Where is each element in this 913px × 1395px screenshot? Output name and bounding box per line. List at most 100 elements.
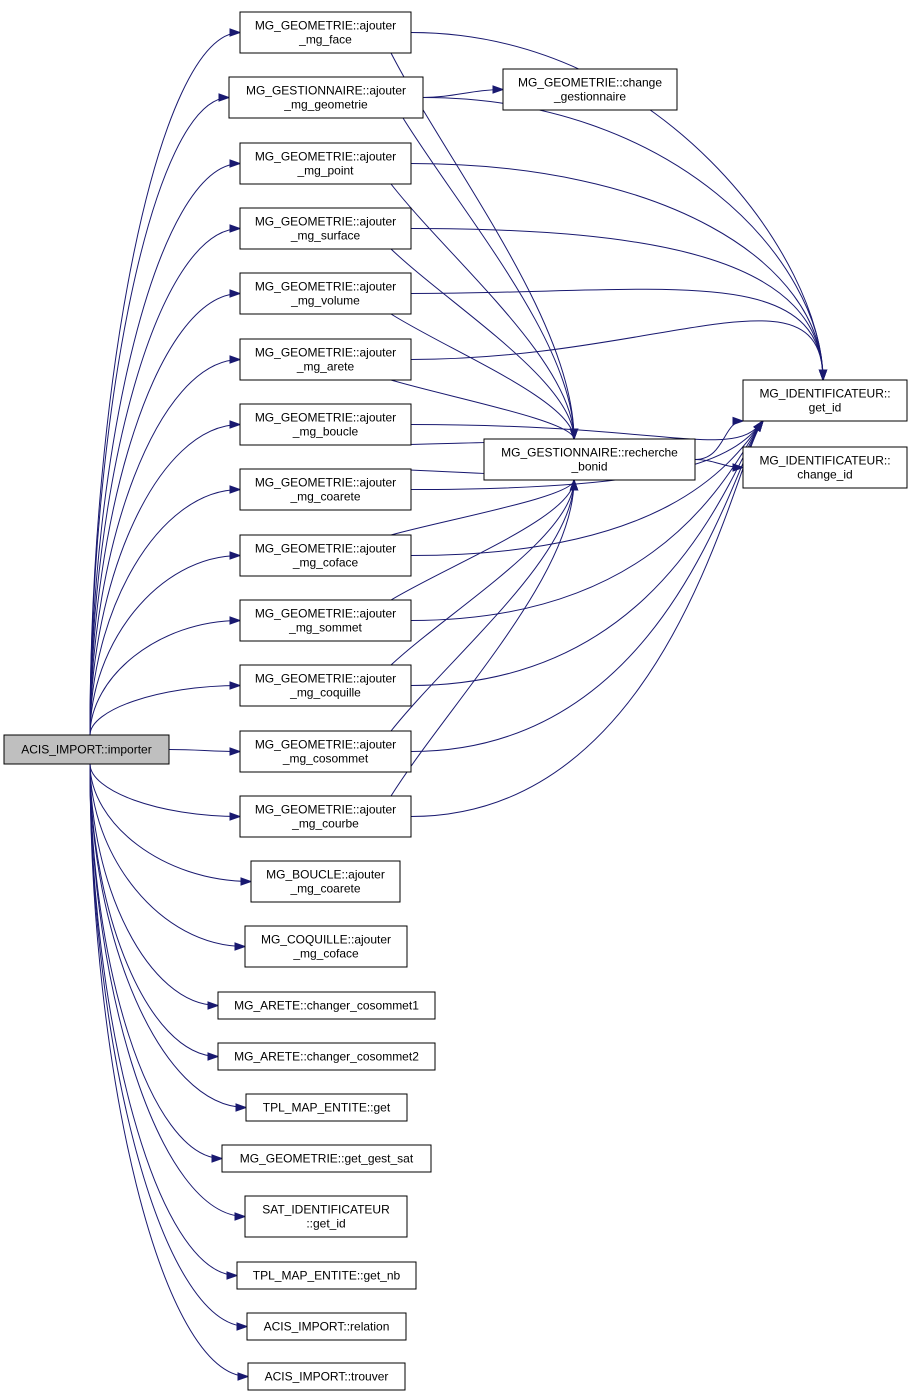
edge-arrowhead (240, 877, 253, 886)
node-n2[interactable]: MG_GESTIONNAIRE::ajouter_mg_geometrie (228, 76, 424, 119)
node-box (239, 142, 412, 185)
node-n18[interactable]: TPL_MAP_ENTITE::get (245, 1093, 408, 1122)
edge-arrowhead (732, 416, 745, 426)
node-n17[interactable]: MG_ARETE::changer_cosommet2 (217, 1042, 436, 1071)
node-n23[interactable]: ACIS_IMPORT::trouver (247, 1362, 406, 1391)
node-label: MG_ARETE::changer_cosommet1 (234, 999, 419, 1013)
edge-root-to-n9 (89, 551, 242, 736)
edge-arrowhead (229, 355, 242, 364)
edge-root-to-n18 (89, 763, 248, 1112)
node-box (742, 446, 908, 489)
edge-line (390, 379, 575, 440)
node-box (236, 1261, 417, 1290)
node-n8[interactable]: MG_GEOMETRIE::ajouter_mg_coarete (239, 468, 412, 511)
node-label: MG_GESTIONNAIRE::recherche (501, 446, 678, 460)
node-n6[interactable]: MG_GEOMETRIE::ajouter_mg_arete (239, 338, 412, 381)
edge-line (402, 117, 575, 440)
node-label: _mg_courbe (291, 817, 359, 831)
edge-arrowhead (207, 1052, 220, 1061)
node-n19[interactable]: MG_GEOMETRIE::get_gest_sat (221, 1144, 432, 1173)
edge-root-to-n20 (89, 763, 247, 1221)
edge-arrowhead (234, 1212, 247, 1221)
edge-arrowhead (229, 812, 242, 821)
node-box (239, 664, 412, 707)
edge-n4-to-rb (390, 248, 579, 441)
node-n16[interactable]: MG_ARETE::changer_cosommet1 (217, 991, 436, 1020)
edge-line (390, 479, 575, 666)
node-root[interactable]: ACIS_IMPORT::importer (3, 734, 170, 765)
edge-arrowhead (218, 93, 231, 102)
node-label: _mg_sommet (288, 621, 362, 635)
node-n20[interactable]: SAT_IDENTIFICATEUR::get_id (244, 1195, 408, 1238)
node-box (228, 76, 424, 119)
node-label: MG_GEOMETRIE::ajouter (255, 346, 396, 360)
edge-line (89, 555, 241, 736)
edge-line (410, 228, 824, 381)
edge-arrowhead (732, 463, 745, 472)
node-label: _mg_arete (296, 360, 355, 374)
node-n9[interactable]: MG_GEOMETRIE::ajouter_mg_coface (239, 534, 412, 577)
edge-root-to-n10 (89, 616, 242, 736)
node-n14[interactable]: MG_BOUCLE::ajouter_mg_coarete (250, 860, 401, 903)
node-label: MG_GEOMETRIE::ajouter (255, 607, 396, 621)
edge-n2-to-gid (422, 97, 828, 382)
node-cid[interactable]: MG_IDENTIFICATEUR::change_id (742, 446, 908, 489)
node-n10[interactable]: MG_GEOMETRIE::ajouter_mg_sommet (239, 599, 412, 642)
edge-line (89, 359, 241, 736)
node-box (217, 1042, 436, 1071)
edge-line (89, 685, 241, 736)
node-label: _mg_surface (290, 229, 361, 243)
node-n12[interactable]: MG_GEOMETRIE::ajouter_mg_cosommet (239, 730, 412, 773)
node-n4[interactable]: MG_GEOMETRIE::ajouter_mg_surface (239, 207, 412, 250)
edge-line (390, 313, 575, 440)
node-label: MG_IDENTIFICATEUR:: (759, 454, 890, 468)
edge-arrowhead (229, 747, 242, 756)
node-box (3, 734, 170, 765)
node-chg[interactable]: MG_GEOMETRIE::change_gestionnaire (502, 68, 678, 111)
node-label: MG_GEOMETRIE::get_gest_sat (240, 1152, 414, 1166)
node-label: MG_IDENTIFICATEUR:: (759, 387, 890, 401)
edge-line (89, 620, 241, 736)
node-rb[interactable]: MG_GESTIONNAIRE::recherche_bonid (483, 438, 696, 481)
edge-line (89, 763, 246, 1217)
edge-arrowhead (569, 428, 579, 441)
node-label: SAT_IDENTIFICATEUR (262, 1203, 390, 1217)
node-gid[interactable]: MG_IDENTIFICATEUR::get_id (742, 379, 908, 422)
node-label: MG_GEOMETRIE::ajouter (255, 542, 396, 556)
edge-rb-to-cid (694, 459, 745, 472)
node-n7[interactable]: MG_GEOMETRIE::ajouter_mg_boucle (239, 403, 412, 446)
edge-n5-to-rb (390, 313, 579, 441)
node-label: _mg_volume (290, 294, 360, 308)
node-layer: ACIS_IMPORT::importerMG_GEOMETRIE::ajout… (3, 11, 908, 1391)
node-n21[interactable]: TPL_MAP_ENTITE::get_nb (236, 1261, 417, 1290)
node-label: _mg_point (296, 164, 354, 178)
edge-line (410, 320, 824, 381)
node-n22[interactable]: ACIS_IMPORT::relation (246, 1312, 407, 1341)
edge-line (89, 32, 241, 736)
node-n11[interactable]: MG_GEOMETRIE::ajouter_mg_coquille (239, 664, 412, 707)
edge-line (89, 763, 238, 1276)
node-box (239, 403, 412, 446)
node-box (502, 68, 678, 111)
edge-n7-to-gid (410, 419, 764, 441)
edge-root-to-n8 (89, 485, 242, 736)
edge-arrowhead (236, 1322, 249, 1331)
node-label: _mg_boucle (292, 425, 359, 439)
edge-n2-to-chg (422, 85, 505, 98)
edge-line (422, 97, 824, 381)
edge-root-to-n15 (89, 763, 247, 951)
node-label: MG_GEOMETRIE::ajouter (255, 411, 396, 425)
edge-line (89, 97, 230, 736)
node-n3[interactable]: MG_GEOMETRIE::ajouter_mg_point (239, 142, 412, 185)
node-label: ::get_id (306, 1217, 345, 1231)
edge-arrowhead (235, 1103, 248, 1112)
edge-arrowhead (229, 420, 242, 429)
node-n15[interactable]: MG_COQUILLE::ajouter_mg_coface (244, 925, 408, 968)
node-n5[interactable]: MG_GEOMETRIE::ajouter_mg_volume (239, 272, 412, 315)
node-label: MG_GEOMETRIE::ajouter (255, 215, 396, 229)
node-n13[interactable]: MG_GEOMETRIE::ajouter_mg_courbe (239, 795, 412, 838)
edge-n13-to-rb (390, 478, 579, 797)
node-n1[interactable]: MG_GEOMETRIE::ajouter_mg_face (239, 11, 412, 54)
node-label: change_id (797, 468, 852, 482)
edge-arrowhead (229, 616, 242, 625)
